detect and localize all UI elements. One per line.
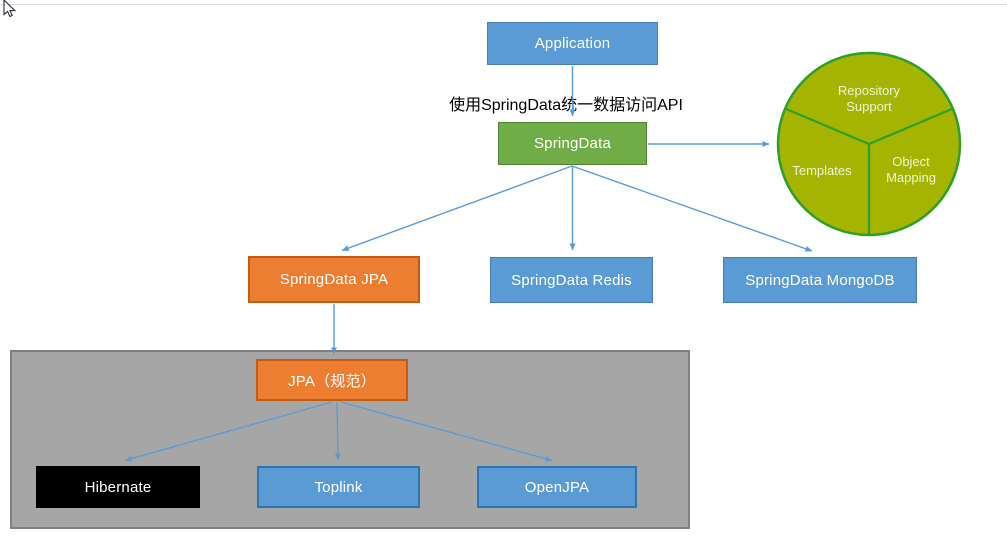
node-springdata-mongodb[interactable]: SpringData MongoDB — [723, 257, 917, 303]
node-application[interactable]: Application — [487, 22, 658, 65]
node-application-label: Application — [534, 35, 611, 52]
circle-segment-repository-support: Repository Support — [837, 83, 901, 114]
node-jpa-spec[interactable]: JPA（规范） — [256, 359, 408, 401]
node-hibernate[interactable]: Hibernate — [36, 466, 200, 508]
circle-segment-object-mapping: Object Mapping — [886, 154, 936, 185]
node-openjpa[interactable]: OpenJPA — [477, 466, 637, 508]
node-springdata-mongodb-label: SpringData MongoDB — [745, 271, 895, 289]
node-springdata-redis[interactable]: SpringData Redis — [490, 257, 653, 303]
node-toplink[interactable]: Toplink — [257, 466, 420, 508]
node-jpa-spec-label: JPA（规范） — [288, 372, 376, 390]
node-openjpa-label: OpenJPA — [524, 478, 590, 496]
arrow-springdata-to-jpa — [341, 165, 573, 252]
top-edge-line — [0, 4, 1007, 5]
mouse-pointer-icon — [3, 0, 17, 18]
node-springdata-jpa-label: SpringData JPA — [279, 271, 389, 288]
node-springdata-label: SpringData — [533, 135, 612, 152]
annotation-text[interactable]: 使用SpringData统一数据访问API — [449, 97, 683, 114]
node-hibernate-label: Hibernate — [84, 478, 152, 496]
node-springdata-redis-label: SpringData Redis — [511, 271, 632, 289]
arrow-springdata-to-mongodb — [571, 165, 813, 252]
node-toplink-label: Toplink — [314, 478, 363, 496]
node-springdata-jpa[interactable]: SpringData JPA — [248, 256, 420, 303]
capability-circle[interactable] — [776, 51, 962, 237]
node-springdata[interactable]: SpringData — [498, 122, 647, 165]
circle-segment-templates: Templates — [792, 163, 852, 178]
